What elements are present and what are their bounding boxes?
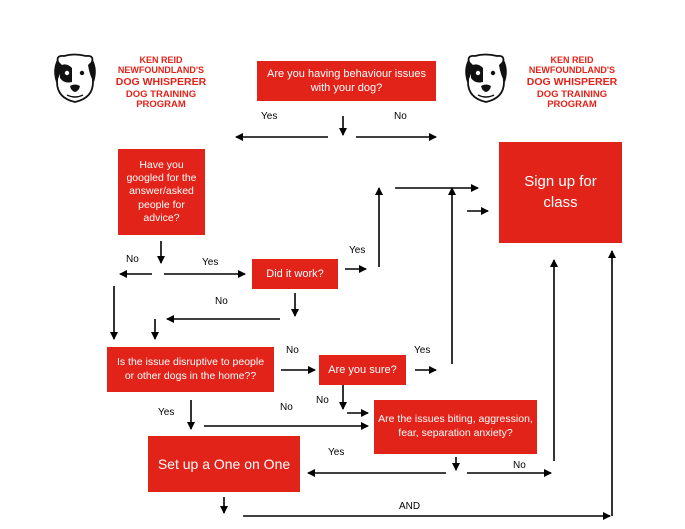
label-and: AND: [399, 501, 421, 512]
dog-head-icon: [54, 53, 96, 103]
label-no-biting: No: [513, 460, 526, 471]
label-no-disruptive-2: No: [280, 402, 293, 413]
node-behaviour-text: Are you having behaviour issues with you…: [267, 67, 426, 94]
label-no-top: No: [394, 111, 407, 122]
node-biting-question: Are the issues biting, aggression, fear,…: [374, 400, 537, 454]
node-are-you-sure-text: Are you sure?: [328, 364, 397, 376]
logo-left: KEN REID NEWFOUNDLAND'S DOG WHISPERER DO…: [52, 52, 222, 110]
logo-line-1: KEN REID: [550, 55, 594, 65]
node-behaviour-question: Are you having behaviour issues with you…: [257, 61, 436, 101]
node-one-on-one-text: Set up a One on One: [157, 455, 291, 472]
logo-line-3: DOG WHISPERER: [526, 76, 618, 88]
node-biting-text: Are the issues biting, aggression, fear,…: [378, 413, 533, 439]
label-yes-disruptive: Yes: [158, 407, 175, 418]
logo-right: KEN REID NEWFOUNDLAND'S DOG WHISPERER DO…: [463, 52, 633, 110]
label-no-disruptive: No: [286, 345, 299, 356]
logo-line-2: NEWFOUNDLAND'S: [117, 65, 205, 75]
node-are-you-sure: Are you sure?: [319, 355, 406, 385]
node-sign-up-text: Sign up for class: [524, 173, 597, 211]
node-did-it-work: Did it work?: [252, 259, 338, 289]
logo-line-4: DOG TRAINING PROGRAM: [125, 89, 197, 110]
node-disruptive-question: Is the issue disruptive to people or oth…: [107, 347, 274, 392]
label-yes-googled: Yes: [202, 257, 219, 268]
label-yes-top: Yes: [261, 111, 278, 122]
logo-line-4: DOG TRAINING PROGRAM: [536, 89, 608, 110]
logo-line-3: DOG WHISPERER: [115, 76, 207, 88]
label-no-googled: No: [126, 254, 139, 265]
label-yes-biting: Yes: [328, 447, 345, 458]
node-googled-text: Have you googled for the answer/asked pe…: [126, 159, 197, 224]
label-no-work: No: [215, 296, 228, 307]
logo-line-2: NEWFOUNDLAND'S: [528, 65, 616, 75]
node-set-up-one-on-one: Set up a One on One: [148, 436, 300, 492]
logo-line-1: KEN REID: [139, 55, 183, 65]
node-googled-question: Have you googled for the answer/asked pe…: [118, 149, 205, 235]
label-no-sure: No: [316, 395, 329, 406]
label-yes-sure: Yes: [414, 345, 431, 356]
node-disruptive-text: Is the issue disruptive to people or oth…: [116, 355, 265, 382]
node-did-it-work-text: Did it work?: [266, 268, 324, 280]
node-sign-up-for-class: Sign up for class: [499, 142, 622, 243]
label-yes-work: Yes: [349, 245, 366, 256]
dog-head-icon: [465, 53, 507, 103]
